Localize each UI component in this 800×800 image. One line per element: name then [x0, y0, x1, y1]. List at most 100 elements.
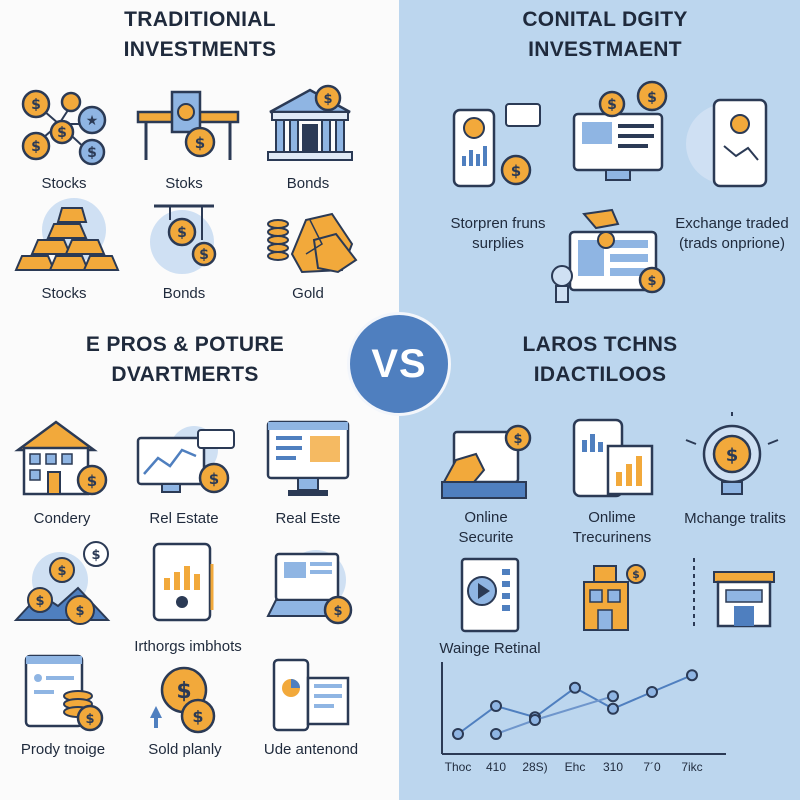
storpren-label: Storpren fruns surplies: [418, 214, 578, 254]
svg-text:$: $: [726, 445, 739, 466]
mchange-label: Mchange tralits: [684, 510, 786, 527]
data-point: [646, 686, 658, 698]
data-point: [529, 714, 541, 726]
svg-text:$: $: [647, 90, 657, 106]
desktop-icon: [264, 418, 354, 500]
svg-text:$: $: [35, 594, 44, 609]
label-line: Securite: [458, 529, 514, 546]
x-tick-label: 310: [602, 760, 624, 774]
monitor-coins-icon: $: [548, 206, 673, 306]
data-point: [686, 669, 698, 682]
x-tick-label: 7ikc: [681, 760, 703, 774]
money-table-icon: $: [134, 88, 244, 163]
data-point: [490, 700, 502, 712]
svg-text:$: $: [195, 134, 205, 152]
item-label: Stoks: [165, 175, 203, 192]
store-icon: [686, 554, 782, 632]
svg-text:$: $: [513, 432, 522, 447]
svg-text:★: ★: [86, 113, 99, 129]
document-play-icon: [458, 555, 524, 635]
svg-text:$: $: [176, 679, 191, 704]
right-lower-title-line2: IDACTILOOS: [533, 363, 667, 386]
house-icon: $: [14, 418, 112, 500]
digital-title-line1: CONITAL DGITY: [522, 8, 688, 31]
data-point: [490, 728, 502, 740]
data-point: [607, 690, 619, 703]
label-line: surplies: [472, 235, 524, 252]
svg-text:$: $: [177, 225, 187, 241]
onlime-label: Onlime Trecurinens: [552, 508, 672, 548]
right-lower-title-line1: LAROS TCHNS: [522, 333, 678, 356]
svg-text:$: $: [647, 274, 656, 289]
svg-text:$: $: [75, 604, 84, 619]
phone-chat-icon: $: [450, 100, 545, 192]
label-line: (trads onprione): [679, 235, 785, 252]
item-label: Stocks: [41, 285, 87, 302]
right-lower-title: LAROS TCHNS IDACTILOOS: [470, 330, 730, 390]
item-label: Condery: [33, 510, 91, 527]
data-point: [607, 702, 619, 715]
x-tick-label: Ehc: [564, 760, 586, 774]
vs-badge: VS: [347, 312, 451, 416]
bank-building-icon: $: [262, 84, 362, 164]
svg-text:$: $: [87, 145, 97, 161]
waing-retinal-label: Wainge Retinal: [439, 640, 541, 657]
exchange-traded-label: Exchange traded (trads onprione): [664, 214, 800, 254]
lightbulb-icon: $: [682, 412, 782, 502]
data-point: [452, 728, 464, 740]
label-line: Onlime: [588, 509, 636, 526]
svg-text:$: $: [57, 125, 67, 141]
item-label: Real Este: [275, 510, 341, 527]
traditional-title: TRADITIONIAL INVESTMENTS: [60, 5, 340, 65]
laptop-icon: $: [264, 540, 360, 630]
svg-text:$: $: [87, 472, 97, 490]
x-tick-label: 410: [485, 760, 507, 774]
svg-text:$: $: [632, 568, 640, 581]
coin-stack-icon: $$: [142, 662, 226, 740]
traditional-title-line2: INVESTMENTS: [123, 38, 277, 61]
x-tick-label: 28S): [522, 760, 548, 774]
alternative-title: E PROS & POTURE DVARTMERTS: [55, 330, 315, 390]
svg-text:$: $: [323, 92, 332, 107]
coin-network-icon: $ $ $ $ ★: [14, 84, 114, 169]
svg-text:$: $: [91, 548, 100, 563]
svg-text:$: $: [57, 564, 66, 579]
label-line: Storpren fruns: [450, 215, 546, 232]
data-point: [569, 681, 581, 694]
x-tick-label: 7´0: [643, 760, 661, 774]
item-label: Gold: [292, 285, 324, 302]
svg-text:$: $: [209, 470, 219, 488]
browser-coins-icon: $: [22, 652, 106, 734]
line-chart-svg: [441, 662, 726, 755]
tablet-bars-icon: [150, 540, 220, 626]
item-label: Sold planly: [148, 741, 222, 758]
traditional-title-line1: TRADITIONIAL: [124, 8, 276, 31]
coins-arrows-icon: $ $ $ $: [12, 540, 116, 630]
svg-text:$: $: [192, 707, 203, 726]
svg-text:$: $: [31, 97, 41, 113]
item-label: Irthorgs imbhots: [134, 638, 242, 655]
label-line: Trecurinens: [572, 529, 652, 546]
item-label: Bonds: [162, 285, 206, 302]
svg-text:$: $: [199, 247, 209, 263]
hanging-coins-icon: $$: [140, 200, 230, 280]
svg-text:$: $: [607, 97, 617, 113]
item-label: Rel Estate: [149, 510, 219, 527]
hand-screen-icon: $: [440, 420, 536, 504]
tablet-map-icon: [684, 96, 784, 192]
gold-nuggets-icon: [262, 204, 362, 278]
monitor-graph-icon: $: [136, 424, 240, 504]
item-label: Stocks: [41, 175, 87, 192]
svg-text:$: $: [31, 139, 41, 155]
item-label: Prody tnoige: [20, 741, 106, 758]
digital-title-line2: INVESTMAENT: [528, 38, 682, 61]
svg-text:$: $: [85, 712, 94, 727]
dashboard-icon: [270, 652, 354, 734]
digital-title: CONITAL DGITY INVESTMAENT: [470, 5, 740, 65]
svg-text:$: $: [333, 604, 342, 619]
tablet-report-icon: [572, 416, 656, 502]
alternative-title-line1: E PROS & POTURE: [85, 333, 285, 356]
svg-text:$: $: [511, 162, 521, 180]
item-label: Bonds: [286, 175, 330, 192]
